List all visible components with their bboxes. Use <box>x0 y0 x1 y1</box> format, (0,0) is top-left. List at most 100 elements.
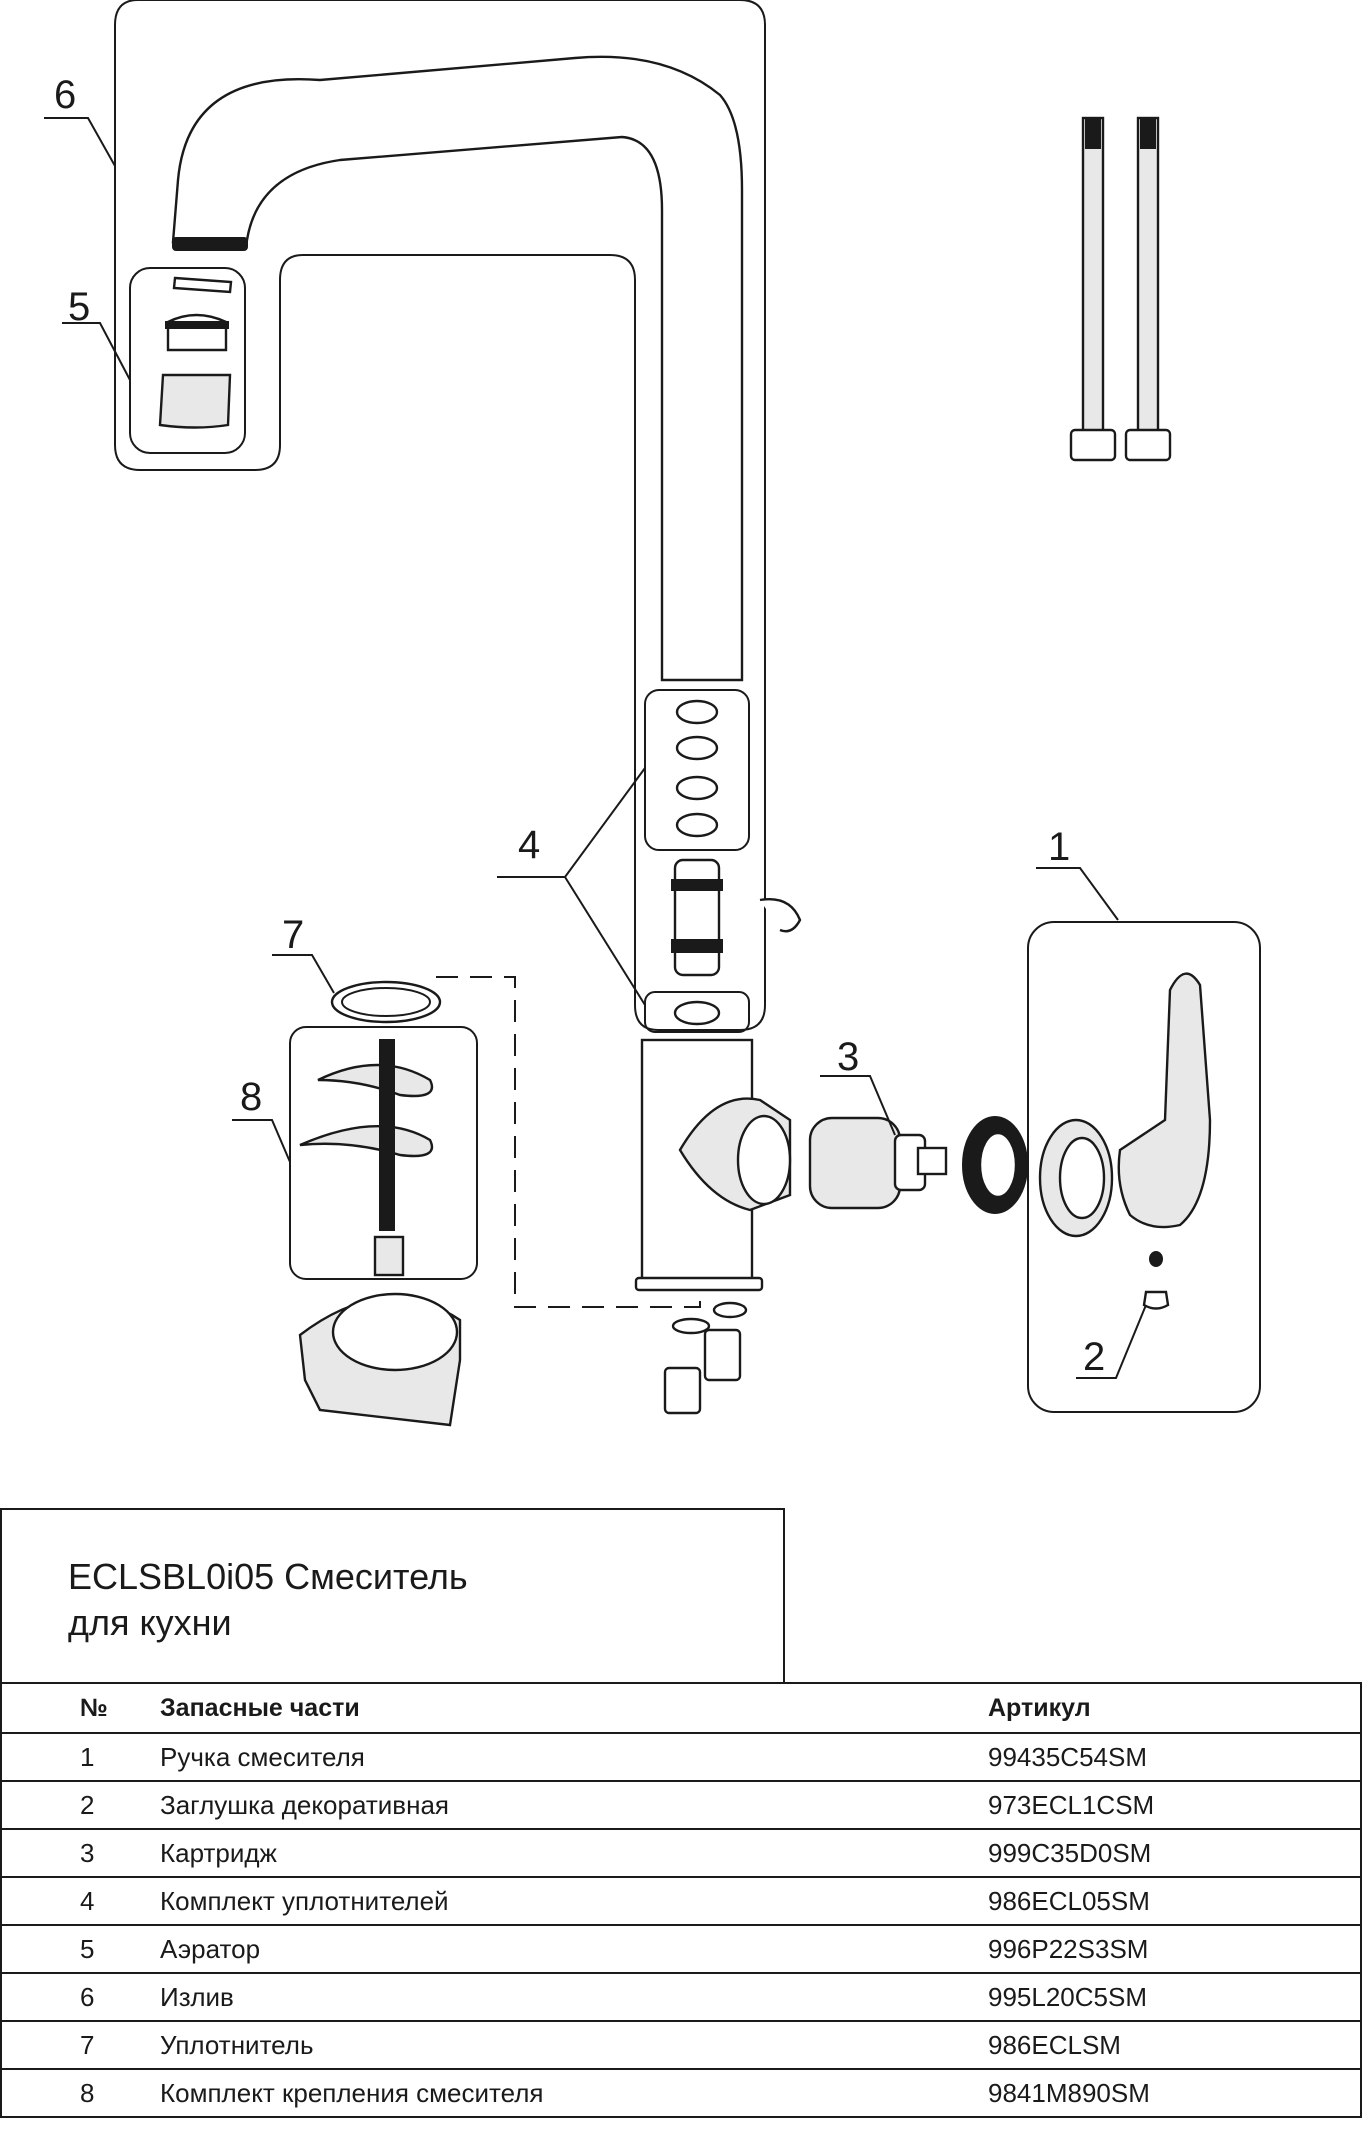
hose-fitting <box>1085 117 1101 149</box>
seals-lower-frame <box>644 991 750 1033</box>
seals-upper-frame <box>644 689 750 851</box>
row-name: Комплект крепления смесителя <box>160 2068 988 2118</box>
faucet-body-opening <box>736 1114 792 1206</box>
base-seal-inner <box>341 987 431 1017</box>
row-num: 8 <box>1 2068 160 2118</box>
row-num: 1 <box>1 1732 160 1782</box>
table-row: 6 Излив 995L20C5SM <box>1 1972 1361 2022</box>
clip-ring <box>759 898 802 933</box>
row-sku: 973ECL1CSM <box>988 1780 1361 1830</box>
callout-5: 5 <box>68 285 90 329</box>
spout <box>171 55 744 682</box>
seal-ring <box>675 699 719 725</box>
row-num: 7 <box>1 2020 160 2070</box>
table-row: 1 Ручка смесителя 99435C54SM <box>1 1732 1361 1782</box>
row-sku: 986ECLSM <box>988 2020 1361 2070</box>
row-name: Излив <box>160 1972 988 2022</box>
product-title-line1: ECLSBL0i05 Смеситель <box>68 1556 468 1597</box>
mounting-bracket <box>299 1125 434 1158</box>
assembly-guide-line <box>436 976 701 1308</box>
decorative-plug-cap <box>1142 1290 1170 1310</box>
hose <box>1081 116 1105 440</box>
title-box: ECLSBL0i05 Смеситель для кухни <box>0 1508 785 1682</box>
product-title-line2: для кухни <box>68 1602 232 1643</box>
callout-8: 8 <box>240 1075 262 1119</box>
product-title: ECLSBL0i05 Смеситель для кухни <box>68 1554 468 1646</box>
leader-line-3 <box>820 1075 896 1136</box>
header-num: № <box>1 1682 160 1734</box>
table-row: 3 Картридж 999C35D0SM <box>1 1828 1361 1878</box>
hose-nut <box>1124 428 1172 462</box>
row-name: Комплект уплотнителей <box>160 1876 988 1926</box>
spout-group-frame <box>114 0 766 1031</box>
callout-4: 4 <box>518 823 540 867</box>
header-sku: Артикул <box>988 1682 1361 1734</box>
faucet-handle <box>1117 972 1212 1229</box>
row-num: 3 <box>1 1828 160 1878</box>
aerator-frame <box>129 267 246 454</box>
table-row: 2 Заглушка декоративная 973ECL1CSM <box>1 1780 1361 1830</box>
table-row: 8 Комплект крепления смесителя 9841M890S… <box>1 2068 1361 2118</box>
header-name: Запасные части <box>160 1682 988 1734</box>
aerator-gasket <box>172 276 233 294</box>
handle-sleeve-inner <box>1058 1136 1106 1220</box>
inlet-fitting <box>663 1366 702 1415</box>
seal-ring <box>675 812 719 838</box>
seal-ring <box>675 735 719 761</box>
cartridge-nut-inner <box>978 1131 1018 1199</box>
row-num: 5 <box>1 1924 160 1974</box>
row-num: 6 <box>1 1972 160 2022</box>
row-name: Аэратор <box>160 1924 988 1974</box>
row-sku: 996P22S3SM <box>988 1924 1361 1974</box>
spare-parts-table: № Запасные части Артикул 1 Ручка смесите… <box>0 1682 1362 2118</box>
seal-ring <box>675 775 719 801</box>
table-header-row: № Запасные части Артикул <box>1 1682 1361 1734</box>
leader-line-8 <box>232 1119 291 1163</box>
mounting-kit-frame <box>289 1026 478 1280</box>
callout-7: 7 <box>282 913 304 957</box>
callout-1: 1 <box>1048 825 1070 869</box>
row-num: 4 <box>1 1876 160 1926</box>
small-seal <box>671 1317 711 1335</box>
leader-line-4 <box>497 767 646 1006</box>
row-num: 2 <box>1 1780 160 1830</box>
callout-6: 6 <box>54 73 76 117</box>
hose-fitting <box>1140 117 1156 149</box>
swivel-band <box>671 939 723 953</box>
supply-hoses <box>1069 116 1172 462</box>
leader-line-1 <box>1036 867 1119 921</box>
table-row: 7 Уплотнитель 986ECLSM <box>1 2020 1361 2070</box>
callout-3: 3 <box>837 1035 859 1079</box>
exploded-parts-diagram: 6 5 4 1 3 2 7 8 <box>44 0 1261 1427</box>
faucet-body-base <box>634 1276 764 1292</box>
cartridge-stem <box>916 1146 948 1176</box>
leader-line-7 <box>272 954 335 994</box>
leader-line-6 <box>44 117 116 167</box>
aerator-insert-band <box>165 321 229 329</box>
mounting-nut <box>373 1235 405 1277</box>
mounting-stud <box>379 1039 395 1231</box>
row-sku: 999C35D0SM <box>988 1828 1361 1878</box>
swivel-connector <box>673 858 721 977</box>
base-seal <box>330 980 442 1024</box>
small-seal <box>712 1301 748 1319</box>
swivel-band <box>671 879 723 891</box>
row-sku: 986ECL05SM <box>988 1876 1361 1926</box>
handle-group-frame <box>1027 921 1261 1413</box>
row-sku: 9841M890SM <box>988 2068 1361 2118</box>
aerator-housing <box>158 373 232 429</box>
cartridge <box>808 1116 902 1210</box>
spout-tip <box>172 237 248 251</box>
decorative-plug <box>1149 1251 1163 1267</box>
mounting-bracket <box>317 1063 434 1098</box>
hose-nut <box>1069 428 1117 462</box>
base-nut-hole <box>331 1292 459 1372</box>
inlet-fitting <box>703 1328 742 1382</box>
leader-line-2 <box>1076 1304 1147 1379</box>
callout-2: 2 <box>1083 1335 1105 1379</box>
row-name: Картридж <box>160 1828 988 1878</box>
hose <box>1136 116 1160 440</box>
aerator-insert <box>166 313 228 352</box>
seal-ring <box>673 1000 721 1026</box>
leader-line-5 <box>62 322 131 381</box>
